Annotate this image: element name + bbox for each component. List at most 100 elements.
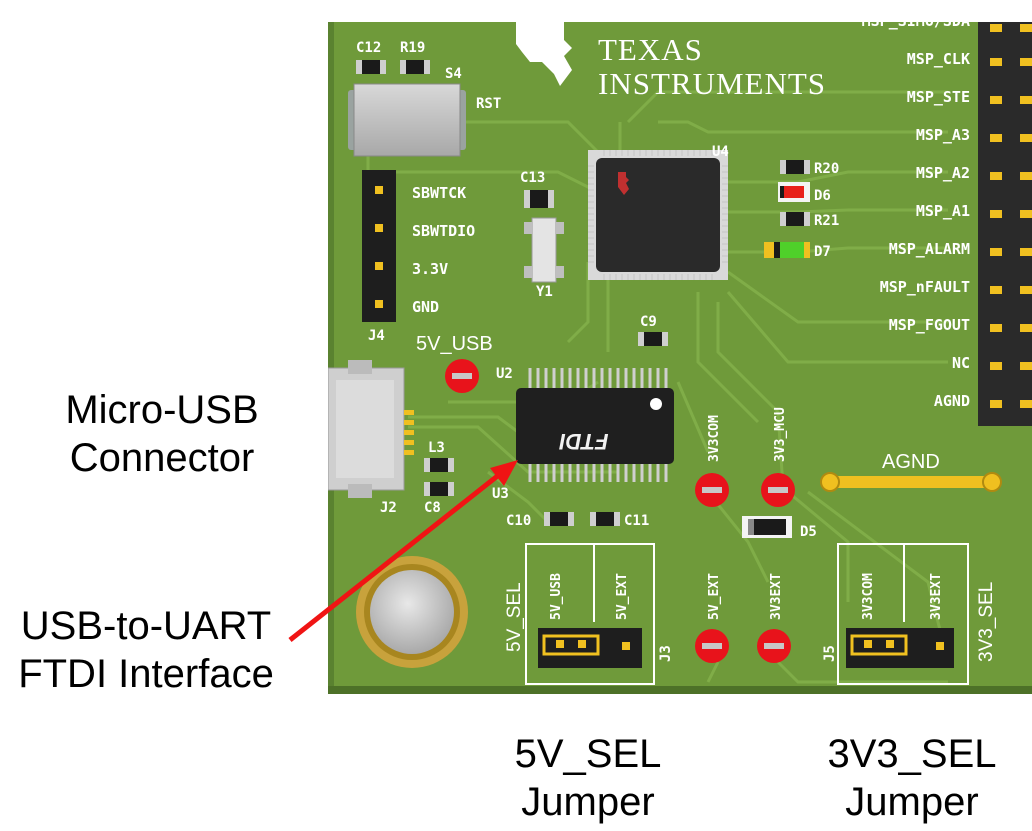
ftdi-callout: USB-to-UART FTDI Interface: [6, 602, 286, 698]
header-pin-nfault: MSP_nFAULT: [880, 278, 970, 296]
pcb-bottom-edge: [328, 686, 1032, 694]
r21-label: R21: [814, 213, 839, 229]
agnd-test-loop[interactable]: AGND: [820, 451, 1002, 492]
agnd-loop-label: AGND: [882, 451, 940, 473]
testpoint-3v3-ext[interactable]: 3V3EXT: [757, 573, 791, 663]
ti-logo: TEXAS INSTRUMENTS: [516, 22, 826, 101]
jumper-5v-usb-option: 5V_USB: [549, 573, 564, 620]
header-pin-fgout: MSP_FGOUT: [889, 316, 970, 334]
header-pin-clk: MSP_CLK: [907, 50, 970, 68]
testpoint-5v-ext-label: 5V_EXT: [707, 573, 722, 620]
testpoint-3v3-mcu[interactable]: 3V3_MCU: [761, 407, 795, 507]
l3-component: L3: [424, 440, 454, 472]
j4-header: SBWTCK SBWTDIO 3.3V GND J4: [362, 170, 475, 344]
u2-pin1-dot: [650, 398, 662, 410]
c12-component: C12: [356, 40, 386, 74]
3v3-sel-jumper-j5[interactable]: 3V3COM 3V3EXT J5 3V3_SEL: [822, 543, 997, 685]
d7-led: D7: [764, 242, 831, 260]
u2-chip-marking: FTDI: [559, 429, 609, 454]
pcb-board: TEXAS INSTRUMENTS C12 R19 S4 RST SBWTCK …: [328, 22, 1032, 694]
ftdi-callout-line2: FTDI Interface: [18, 652, 274, 696]
testpoint-3v3-ext-label: 3V3EXT: [769, 573, 784, 620]
c11-label: C11: [624, 513, 649, 529]
j2-label: J2: [380, 500, 397, 516]
jumper-3v3-sel-title: 3V3_SEL: [976, 582, 997, 662]
u2-ftdi-chip: FTDI U2: [496, 366, 674, 482]
micro-usb-callout-line1: Micro-USB: [65, 388, 259, 432]
5v-sel-jumper-j3[interactable]: 5V_SEL 5V_USB 5V_EXT J3: [504, 543, 674, 685]
c13-label: C13: [520, 170, 545, 186]
j4-pin-gnd: GND: [412, 298, 439, 316]
5v-sel-callout-line2: Jumper: [521, 780, 655, 824]
pcb-left-edge: [328, 22, 334, 694]
c9-component: C9: [638, 314, 668, 346]
c9-label: C9: [640, 314, 657, 330]
c13-component: C13: [520, 170, 554, 208]
y1-label: Y1: [536, 284, 553, 300]
header-pin-simo-sda: MSP_SIMO/SDA: [862, 22, 970, 30]
3v3-sel-callout-line2: Jumper: [845, 780, 979, 824]
j4-pin-3v3: 3.3V: [412, 260, 448, 278]
r20-label: R20: [814, 161, 839, 177]
header-pin-a1: MSP_A1: [916, 202, 970, 220]
j3-label: J3: [658, 645, 674, 662]
ti-logo-mark: [516, 22, 572, 86]
j4-label: J4: [368, 328, 385, 344]
jumper-5v-sel-title: 5V_SEL: [504, 582, 525, 652]
jumper-5v-ext-option: 5V_EXT: [615, 573, 630, 620]
c10-label: C10: [506, 513, 531, 529]
jumper-3v3ext-option: 3V3EXT: [929, 573, 944, 620]
header-pin-alarm: MSP_ALARM: [889, 240, 970, 258]
c12-label: C12: [356, 40, 381, 56]
testpoint-5v-usb[interactable]: 5V_USB: [416, 333, 493, 393]
l3-label: L3: [428, 440, 445, 456]
r20-component: R20: [780, 160, 839, 177]
u3-label: U3: [492, 486, 509, 502]
d6-led: D6: [778, 182, 831, 204]
r19-component: R19: [400, 40, 430, 74]
d7-label: D7: [814, 244, 831, 260]
msp-header-connector: [978, 22, 1032, 426]
5v-sel-callout-line1: 5V_SEL: [514, 732, 662, 776]
micro-usb-callout-line2: Connector: [69, 436, 255, 480]
s4-label: S4: [445, 66, 462, 82]
ti-logo-line2: INSTRUMENTS: [598, 66, 826, 101]
d5-label: D5: [800, 524, 817, 540]
c8-label: C8: [424, 500, 441, 516]
u2-label: U2: [496, 366, 513, 382]
header-pin-agnd: AGND: [934, 392, 970, 410]
y1-crystal: Y1: [524, 217, 564, 300]
testpoint-5v-usb-label: 5V_USB: [416, 333, 493, 355]
testpoint-3v3com-label: 3V3COM: [707, 415, 722, 462]
ti-logo-line1: TEXAS: [598, 32, 703, 67]
u4-label: U4: [712, 144, 729, 160]
u4-microcontroller: U4: [588, 144, 729, 280]
ftdi-callout-line1: USB-to-UART: [20, 604, 272, 648]
3v3-sel-callout: 3V3_SEL Jumper: [806, 730, 1018, 826]
r19-label: R19: [400, 40, 425, 56]
jumper-3v3com-option: 3V3COM: [861, 573, 876, 620]
5v-sel-callout: 5V_SEL Jumper: [488, 730, 688, 826]
reset-button-s4[interactable]: S4 RST: [348, 66, 501, 157]
j4-pin-sbwtck: SBWTCK: [412, 184, 466, 202]
micro-usb-callout: Micro-USB Connector: [44, 386, 280, 482]
mounting-hole: [356, 556, 468, 668]
j4-pin-sbwtdio: SBWTDIO: [412, 222, 475, 240]
pcb-illustration: TEXAS INSTRUMENTS C12 R19 S4 RST SBWTCK …: [328, 22, 1032, 694]
header-pin-ste: MSP_STE: [907, 88, 970, 106]
j5-label: J5: [822, 645, 838, 662]
d5-diode: D5: [742, 516, 817, 540]
testpoint-3v3com[interactable]: 3V3COM: [695, 415, 729, 507]
micro-usb-connector-j2[interactable]: J2: [328, 360, 414, 516]
u4-ti-mark-icon: [618, 172, 629, 195]
c11-component: C11: [590, 512, 649, 529]
rst-label: RST: [476, 96, 501, 112]
arrow-shaft: [288, 472, 502, 642]
3v3-sel-callout-line1: 3V3_SEL: [827, 732, 997, 776]
header-pin-a3: MSP_A3: [916, 126, 970, 144]
testpoint-5v-ext[interactable]: 5V_EXT: [695, 573, 729, 663]
c10-component: C10: [506, 512, 574, 529]
testpoint-3v3-mcu-label: 3V3_MCU: [773, 407, 788, 462]
arrow-head-icon: [490, 460, 518, 486]
d6-label: D6: [814, 188, 831, 204]
